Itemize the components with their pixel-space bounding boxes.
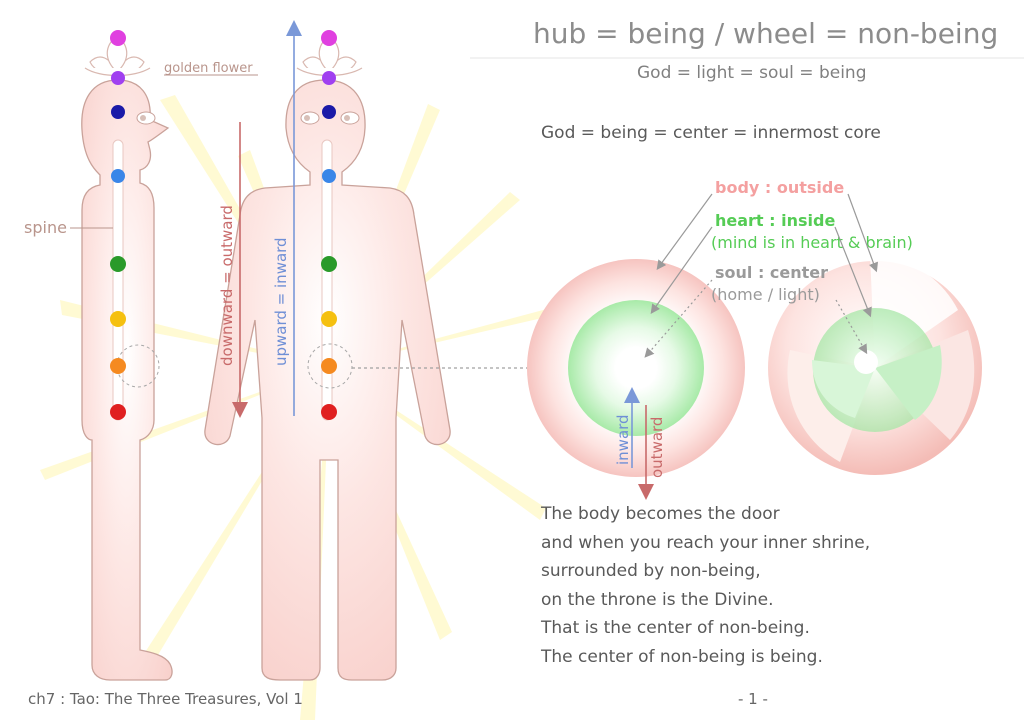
inward-label: inward bbox=[614, 414, 632, 465]
chakra-heart-front bbox=[321, 256, 337, 272]
chakra-brow-front bbox=[322, 105, 336, 119]
chakra-heart-side bbox=[110, 256, 126, 272]
chakra-sacral-side bbox=[110, 358, 126, 374]
front-hara-circle bbox=[307, 343, 353, 389]
downward-label: downward = outward bbox=[218, 205, 236, 366]
spine-label: spine bbox=[24, 218, 67, 237]
concentric-rings bbox=[527, 259, 745, 477]
side-chakras bbox=[110, 30, 126, 420]
chakra-crown-side bbox=[110, 30, 126, 46]
chakra-solar-side bbox=[110, 311, 126, 327]
footer-source: ch7 : Tao: The Three Treasures, Vol 1 bbox=[28, 690, 303, 708]
poem-line: on the throne is the Divine. bbox=[541, 589, 774, 610]
sphere-core bbox=[854, 350, 878, 374]
poem-line: The center of non-being is being. bbox=[541, 646, 823, 667]
heart-layer-label: heart : inside bbox=[715, 211, 835, 230]
poem-line: surrounded by non-being, bbox=[541, 561, 761, 581]
chakra-brow-side bbox=[111, 105, 125, 119]
body-layer-label: body : outside bbox=[715, 178, 844, 197]
upward-label: upward = inward bbox=[272, 237, 290, 366]
chakra-solar-front bbox=[321, 311, 337, 327]
poem-line: and when you reach your inner shrine, bbox=[541, 532, 871, 553]
poem-line: The body becomes the door bbox=[541, 504, 780, 524]
side-figure bbox=[81, 35, 173, 681]
golden-flower-label: golden flower bbox=[164, 61, 253, 76]
chakra-throat-side bbox=[111, 169, 125, 183]
footer-page-number: - 1 - bbox=[738, 690, 768, 708]
soul-center bbox=[616, 348, 656, 388]
page-subtitle: God = light = soul = being bbox=[637, 63, 867, 83]
front-chakras bbox=[321, 30, 337, 420]
chakra-crown-front bbox=[321, 30, 337, 46]
chakra-thirdeye-top-side bbox=[111, 71, 125, 85]
pointer-lines bbox=[644, 193, 879, 358]
soul-layer-label: soul : center bbox=[715, 263, 828, 282]
chakra-thirdeye-top-front bbox=[322, 71, 336, 85]
chakra-sacral-front bbox=[321, 358, 337, 374]
poem-line: That is the center of non-being. bbox=[541, 618, 810, 638]
outward-label: outward bbox=[648, 417, 666, 478]
center-equation: God = being = center = innermost core bbox=[541, 123, 881, 143]
front-spine-line bbox=[321, 139, 333, 421]
chakra-throat-front bbox=[322, 169, 336, 183]
side-hara-circle bbox=[116, 344, 160, 388]
chakra-root-front bbox=[321, 404, 337, 420]
chakra-root-side bbox=[110, 404, 126, 420]
soul-layer-note: (home / light) bbox=[711, 285, 820, 304]
poem-block: The body becomes the door and when you r… bbox=[541, 500, 870, 671]
page-title: hub = being / wheel = non-being bbox=[533, 17, 999, 50]
heart-layer-note: (mind is in heart & brain) bbox=[711, 233, 913, 252]
sphere-cutaway bbox=[768, 255, 982, 475]
front-figure bbox=[204, 35, 451, 681]
